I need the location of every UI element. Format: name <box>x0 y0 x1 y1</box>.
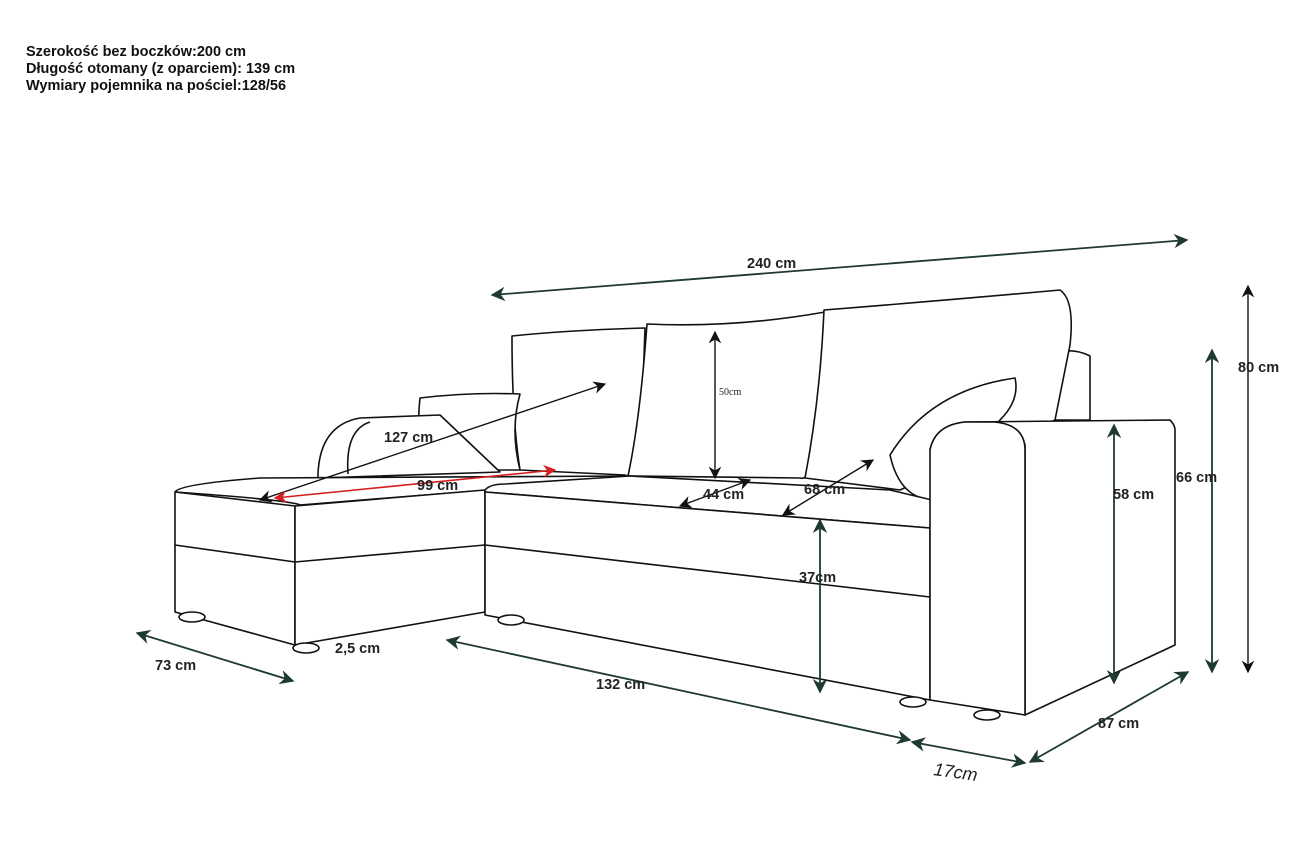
spec-storage: Wymiary pojemnika na pościel:128/56 <box>26 78 287 94</box>
label-seat-depth-68: 68 cm <box>804 482 845 498</box>
label-chaise-diagonal: 127 cm <box>384 430 433 446</box>
label-seat-depth-44: 44 cm <box>703 487 744 503</box>
dimension-labels: 240 cm 80 cm 66 cm 58 cm 50cm 127 cm 99 … <box>155 256 1279 785</box>
label-seat-height: 37cm <box>799 570 836 586</box>
dimension-lines <box>135 233 1255 768</box>
label-armrest-height: 66 cm <box>1176 470 1217 486</box>
label-depth: 87 cm <box>1098 716 1139 732</box>
label-total-height: 80 cm <box>1238 360 1279 376</box>
label-arm-width: 17cm <box>932 759 978 785</box>
label-total-width: 240 cm <box>747 256 796 272</box>
label-chaise-width: 73 cm <box>155 658 196 674</box>
label-chaise-inner-width: 99 cm <box>417 478 458 494</box>
spec-chaise-length: Długość otomany (z oparciem): 139 cm <box>26 61 296 77</box>
sofa-drawing <box>174 289 1176 721</box>
label-cushion-height: 50cm <box>719 387 741 398</box>
specifications-text: Szerokość bez boczków:200 cm Długość oto… <box>26 44 295 95</box>
spec-width: Szerokość bez boczków:200 cm <box>26 44 246 60</box>
label-main-length: 132 cm <box>596 677 645 693</box>
label-seat-to-arm: 58 cm <box>1113 487 1154 503</box>
label-leg-height: 2,5 cm <box>335 641 380 657</box>
